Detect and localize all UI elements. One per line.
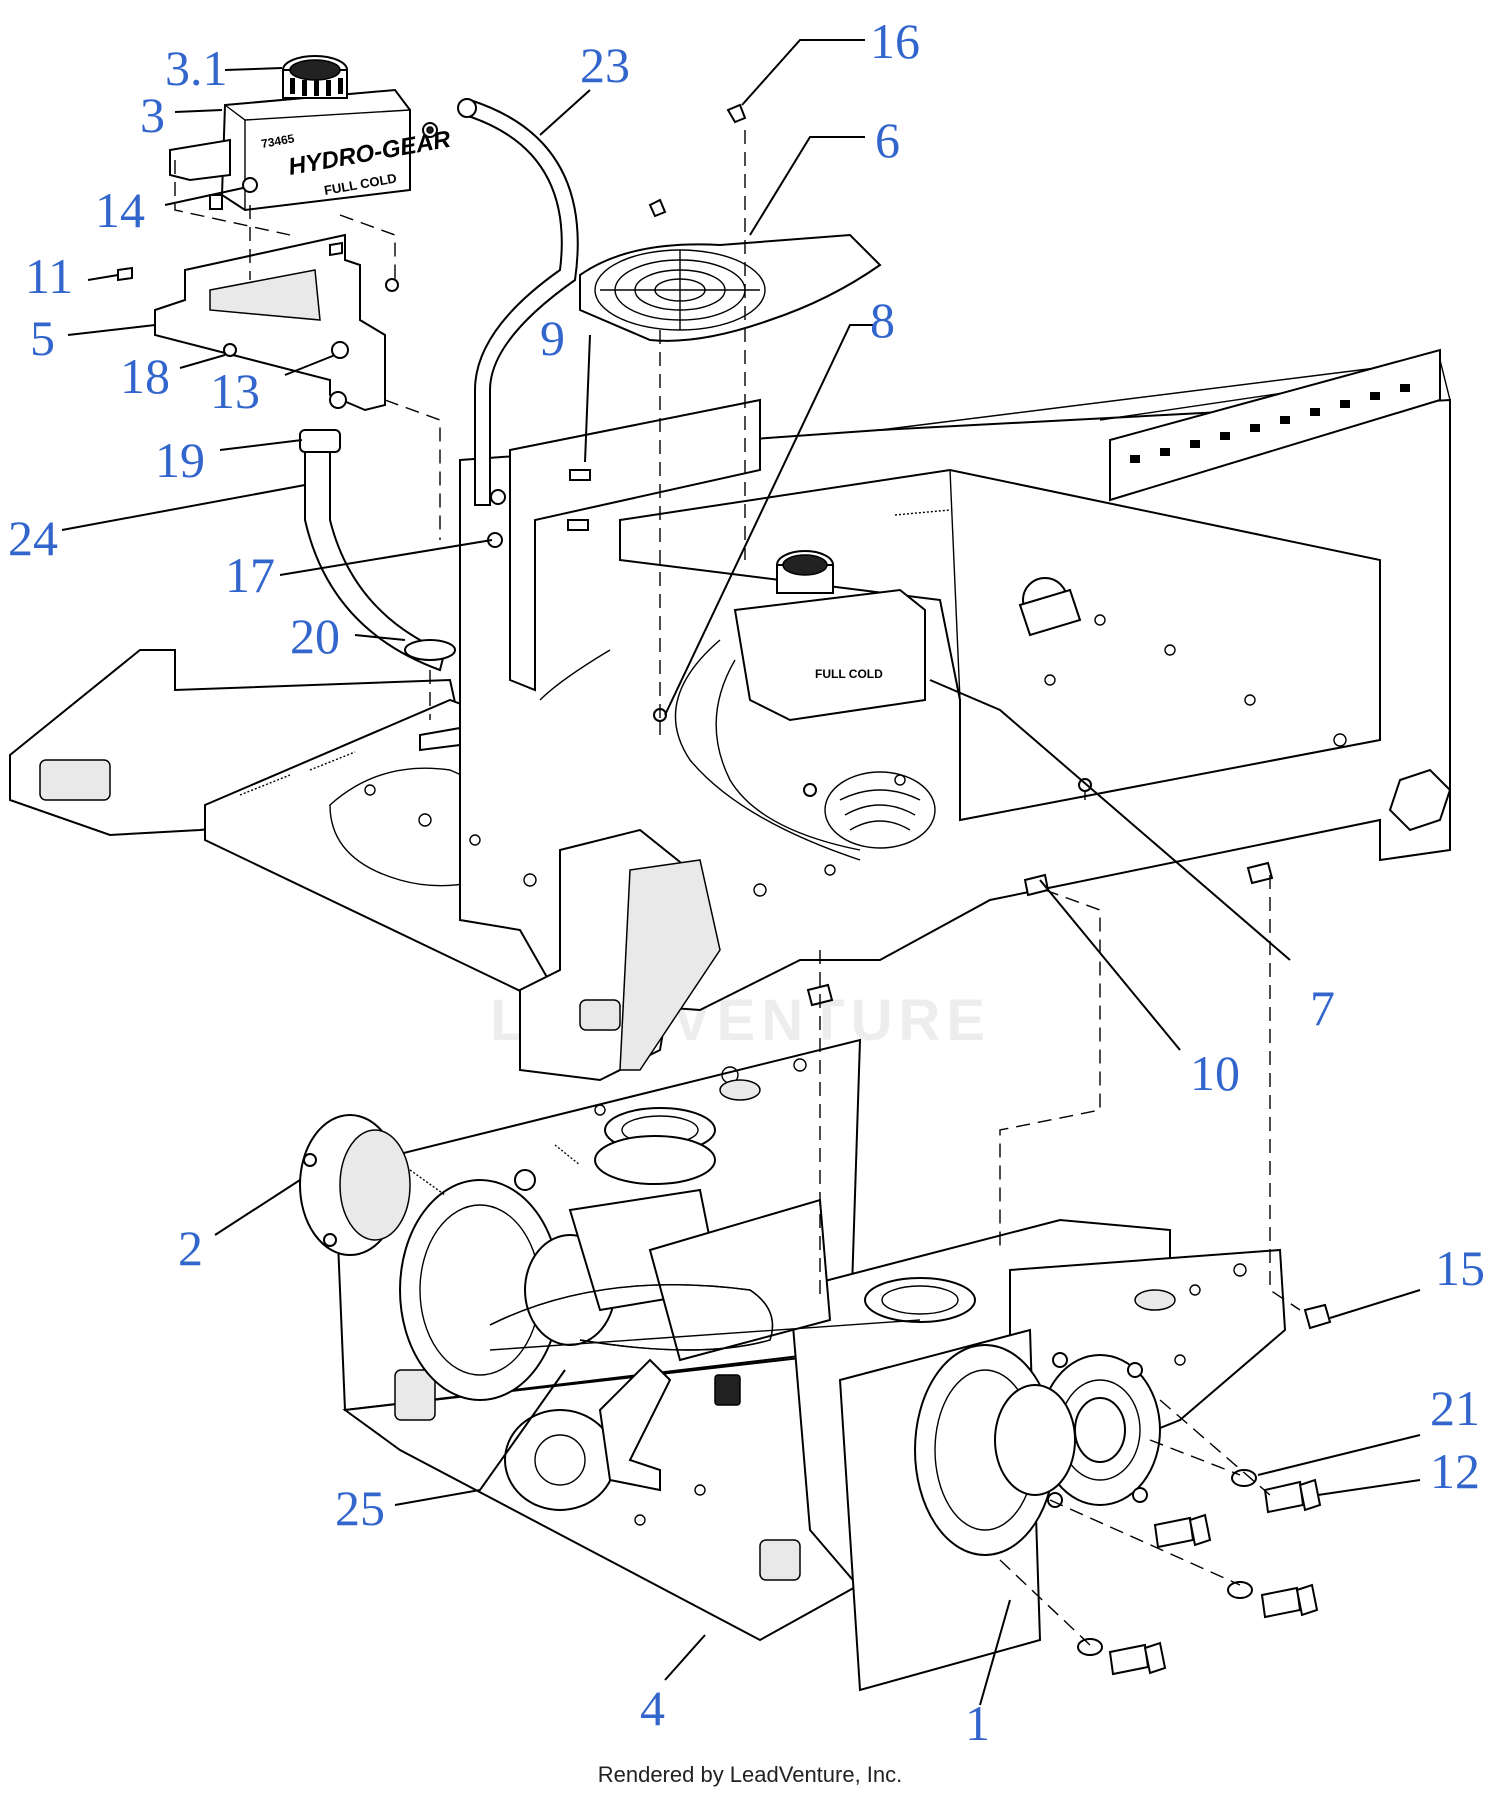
mounting-bracket: [117, 233, 399, 412]
callout-18: 18: [120, 348, 170, 404]
callout-11: 11: [25, 248, 73, 304]
callout-25: 25: [335, 1480, 385, 1536]
callout-12: 12: [1430, 1443, 1480, 1499]
frame-fasteners: [487, 469, 1274, 1007]
callout-20: 20: [290, 608, 340, 664]
footer-credit: Rendered by LeadVenture, Inc.: [597, 1762, 903, 1787]
callout-4: 4: [640, 1680, 665, 1736]
callout-21: 21: [1430, 1380, 1480, 1436]
callout-6: 6: [875, 112, 900, 168]
callout-3-1: 3.1: [165, 40, 228, 96]
callout-7: 7: [1310, 980, 1335, 1036]
tank-part-no: 73465: [260, 131, 296, 151]
tank-level-small: FULL COLD: [815, 667, 883, 681]
leader-lines: [61, 39, 1421, 1706]
callout-9: 9: [540, 310, 565, 366]
main-frame: [9, 348, 1452, 1082]
callout-19: 19: [155, 432, 205, 488]
callout-2: 2: [178, 1220, 203, 1276]
exploded-reservoir: HYDRO-GEAR 73465 FULL COLD: [169, 55, 453, 212]
callout-23: 23: [580, 37, 630, 93]
callout-3: 3: [140, 87, 165, 143]
reservoir-tank-installed: FULL COLD: [539, 550, 926, 861]
callout-16: 16: [870, 13, 920, 69]
callout-17: 17: [225, 547, 275, 603]
alignment-lines: [174, 130, 1301, 1646]
callouts: 3.1 3 14 11 5 18 13 19 24 17 20 23 16 6 …: [8, 13, 1485, 1751]
callout-10: 10: [1190, 1045, 1240, 1101]
loose-hardware: [1077, 1303, 1332, 1676]
callout-24: 24: [8, 510, 58, 566]
callout-13: 13: [210, 363, 260, 419]
callout-8: 8: [870, 292, 895, 348]
callout-14: 14: [95, 182, 145, 238]
callout-1: 1: [965, 1695, 990, 1751]
hoses: [299, 98, 579, 752]
callout-15: 15: [1435, 1240, 1485, 1296]
transaxle-assembly: [299, 1038, 1287, 1692]
callout-5: 5: [30, 310, 55, 366]
fan-guard: [579, 103, 882, 342]
